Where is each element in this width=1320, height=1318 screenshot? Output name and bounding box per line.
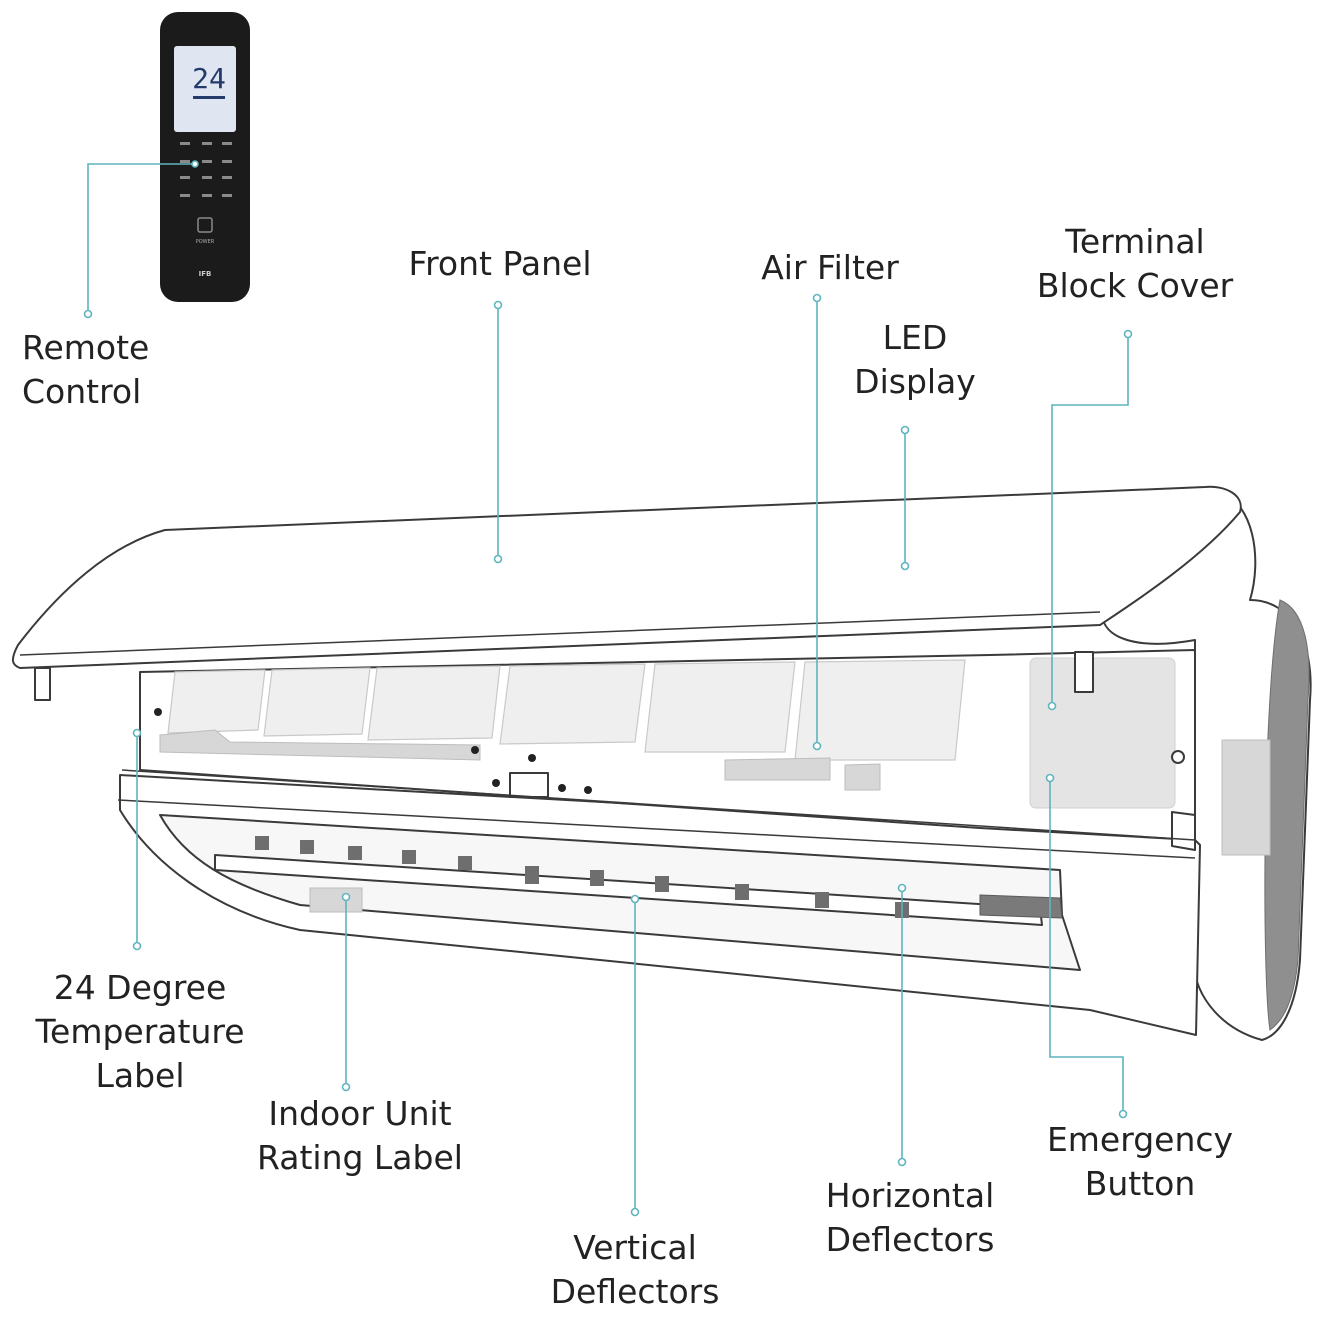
remote-control: 24 POWER IFB <box>160 12 250 302</box>
label-horizontal-deflectors: Horizontal Deflectors <box>825 1176 995 1259</box>
label-vertical-deflectors: Vertical Deflectors <box>550 1228 720 1311</box>
label-air-filter: Air Filter <box>761 248 899 287</box>
label-led-display: LED Display <box>854 318 976 401</box>
led-display <box>154 708 592 798</box>
label-rating-label: Indoor Unit Rating Label <box>257 1094 463 1177</box>
vertical-deflector-vanes <box>255 836 909 918</box>
terminal-tab <box>1074 651 1094 693</box>
remote-power-label: POWER <box>196 239 215 245</box>
label-terminal-block-cover: Terminal Block Cover <box>1036 222 1234 305</box>
rating-label-plate <box>309 887 363 913</box>
leader-endpoints <box>83 160 1133 1217</box>
end-cap-label <box>1221 739 1271 856</box>
indoor-unit <box>117 489 1312 1041</box>
air-filters <box>167 659 966 761</box>
remote-temp-readout: 24 <box>192 62 226 95</box>
leader-emergency-button <box>1049 778 1124 1114</box>
power-icon <box>197 217 213 233</box>
remote-brand-logo: IFB <box>199 270 212 278</box>
label-emergency-button: Emergency Button <box>1046 1120 1234 1203</box>
leader-remote-control <box>87 163 195 314</box>
leader-lines <box>87 163 1129 1212</box>
label-remote-control: Remote Control <box>22 328 150 411</box>
front-panel <box>12 485 1242 669</box>
emergency-button-point <box>1171 750 1185 764</box>
leader-terminal-block-cover <box>1051 334 1129 706</box>
terminal-block-cover <box>1029 657 1176 809</box>
label-front-panel: Front Panel <box>408 244 592 283</box>
label-temperature-label: 24 Degree Temperature Label <box>35 968 245 1095</box>
